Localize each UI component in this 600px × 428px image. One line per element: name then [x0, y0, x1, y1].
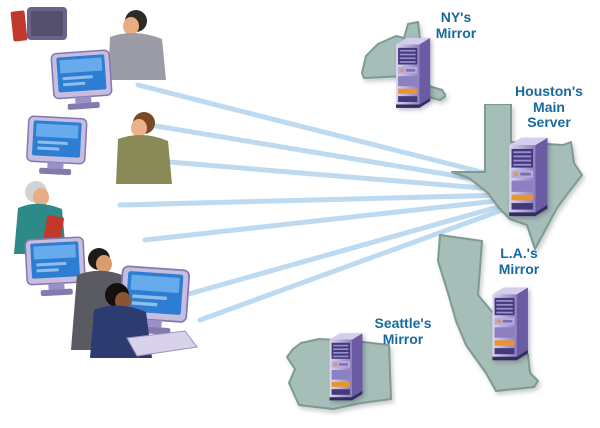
label-la-mirror: L.A.'s Mirror [498, 245, 540, 277]
label-houston-main-server: Houston's Main Server [515, 83, 583, 131]
computer-back-top [10, 7, 67, 42]
users-cluster [10, 7, 198, 358]
desktop-monitor-icon [50, 49, 114, 112]
server-tower-icon-houston [509, 137, 548, 217]
label-ny-mirror: NY's Mirror [435, 9, 477, 41]
desktop-monitor-icon [25, 115, 88, 177]
label-seattle-mirror: Seattle's Mirror [374, 315, 432, 347]
user-computer-1 [50, 10, 166, 112]
keyboard-icon [126, 330, 198, 357]
server-tower-icon-la [492, 287, 528, 361]
user-computer-2 [25, 112, 172, 184]
server-tower-icon-seattle [329, 333, 363, 401]
user-computer-5 [90, 265, 198, 358]
server-tower-icon-ny [396, 37, 431, 108]
